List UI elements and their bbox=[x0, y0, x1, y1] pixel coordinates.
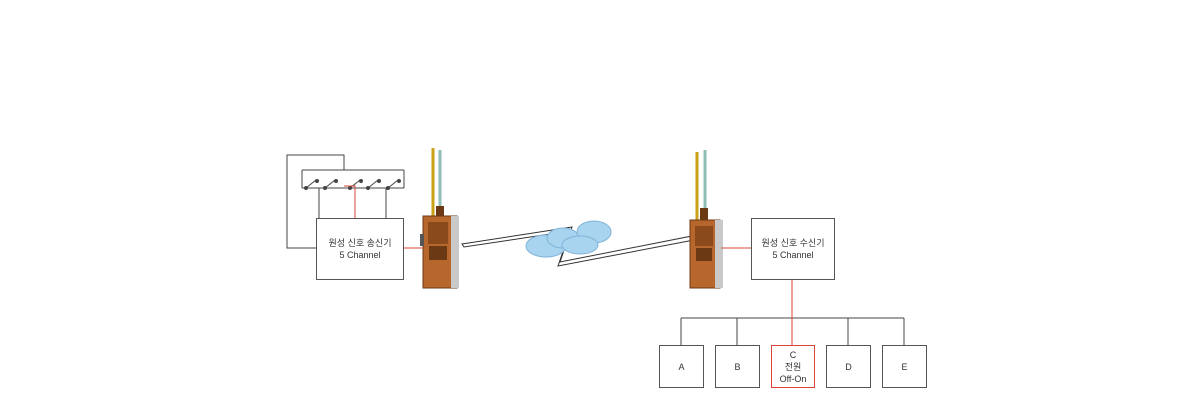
output-sublabel: 전원 bbox=[784, 361, 802, 372]
output-sublabel: Off-On bbox=[779, 373, 807, 384]
signal-wire-switch bbox=[344, 185, 356, 218]
receiver-title: 원성 신호 수신기 bbox=[761, 238, 825, 248]
receiver-subtitle: 5 Channel bbox=[772, 250, 814, 260]
receiver-box: 원성 신호 수신기 5 Channel bbox=[751, 218, 835, 280]
transmitter-box: 원성 신호 송신기 5 Channel bbox=[316, 218, 404, 280]
output-label: E bbox=[901, 361, 908, 372]
radio-icon bbox=[420, 148, 459, 289]
transmitter-title: 원성 신호 송신기 bbox=[328, 238, 392, 248]
output-label: C bbox=[789, 349, 797, 360]
radio-icon bbox=[689, 150, 723, 289]
output-label: D bbox=[845, 361, 852, 372]
output-box-b: B bbox=[715, 345, 760, 388]
transmitter-subtitle: 5 Channel bbox=[339, 250, 381, 260]
output-label: A bbox=[678, 361, 685, 372]
output-box-e: E bbox=[882, 345, 927, 388]
output-box-a: A bbox=[659, 345, 704, 388]
cloud-icon bbox=[525, 220, 612, 258]
output-label: B bbox=[734, 361, 741, 372]
switch-bank bbox=[286, 154, 405, 249]
output-box-c: C 전원 Off-On bbox=[771, 345, 815, 388]
output-box-d: D bbox=[826, 345, 871, 388]
